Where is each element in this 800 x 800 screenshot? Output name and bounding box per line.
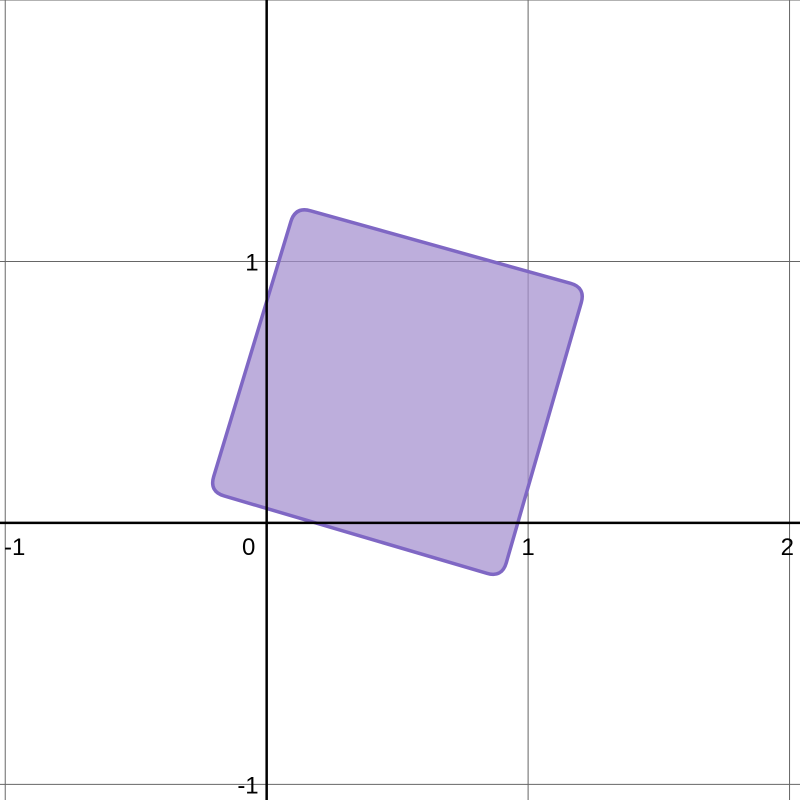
- x-tick-label: 1: [521, 534, 534, 561]
- tick-labels: -1 0 1 2 1 -1: [4, 249, 794, 799]
- y-tick-label: 1: [245, 249, 258, 276]
- x-tick-label: 2: [781, 534, 794, 561]
- x-tick-label: 0: [242, 534, 255, 561]
- square-region: [210, 208, 584, 577]
- x-tick-label: -1: [4, 534, 25, 561]
- y-tick-label: -1: [237, 772, 258, 799]
- shape-layer: [210, 208, 584, 577]
